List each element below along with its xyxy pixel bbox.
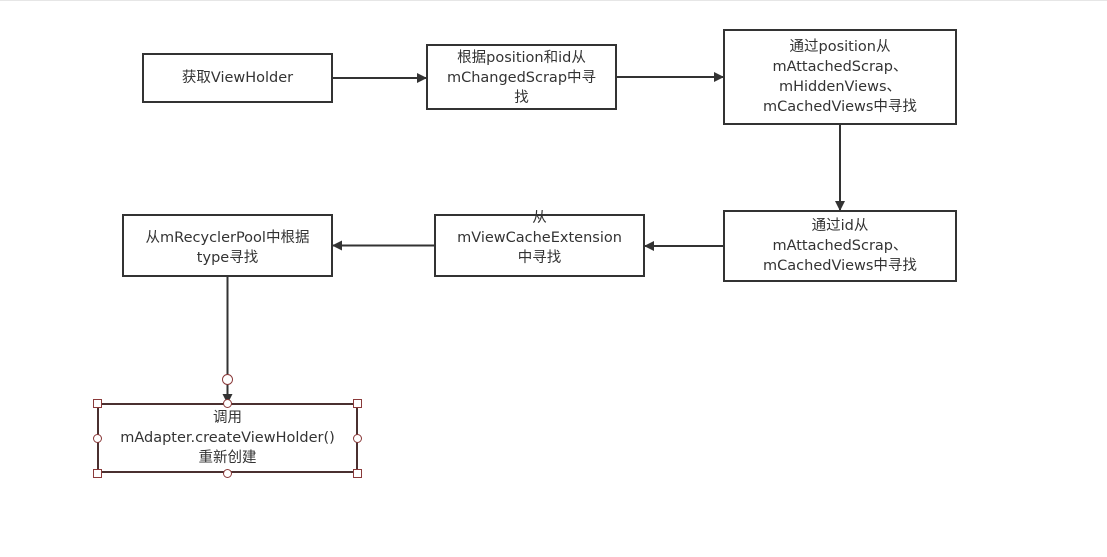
resize-handle-top-left[interactable] — [93, 399, 102, 408]
node-label: 从 mViewCacheExtension 中寻找 — [457, 210, 622, 266]
node-label: 通过id从 mAttachedScrap、 mCachedViews中寻找 — [763, 218, 917, 274]
node-create-viewholder[interactable]: 调用 mAdapter.createViewHolder() 重新创建 — [97, 403, 358, 473]
resize-handle-bottom-right[interactable] — [353, 469, 362, 478]
node-label: 从mRecyclerPool中根据 type寻找 — [145, 230, 310, 266]
node-label: 通过position从 mAttachedScrap、 mHiddenViews… — [763, 39, 917, 115]
node-id-lookup[interactable]: 通过id从 mAttachedScrap、 mCachedViews中寻找 — [723, 210, 957, 282]
top-divider — [0, 0, 1107, 1]
resize-handle-top-right[interactable] — [353, 399, 362, 408]
node-label: 调用 mAdapter.createViewHolder() 重新创建 — [120, 410, 335, 466]
resize-handle-bottom-left[interactable] — [93, 469, 102, 478]
resize-handle-left[interactable] — [93, 434, 102, 443]
node-get-viewholder[interactable]: 获取ViewHolder — [142, 53, 333, 103]
resize-handle-bottom[interactable] — [223, 469, 232, 478]
resize-handle-top[interactable] — [223, 399, 232, 408]
node-label: 获取ViewHolder — [181, 70, 294, 86]
node-changed-scrap[interactable]: 根据position和id从 mChangedScrap中寻 找 — [426, 44, 617, 110]
node-position-lookup[interactable]: 通过position从 mAttachedScrap、 mHiddenViews… — [723, 29, 957, 125]
node-view-cache-extension[interactable]: 从 mViewCacheExtension 中寻找 — [434, 210, 645, 277]
connection-point-icon[interactable] — [222, 374, 233, 385]
node-label: 根据position和id从 mChangedScrap中寻 找 — [446, 50, 597, 106]
node-recycler-pool[interactable]: 从mRecyclerPool中根据 type寻找 — [122, 214, 333, 277]
resize-handle-right[interactable] — [353, 434, 362, 443]
